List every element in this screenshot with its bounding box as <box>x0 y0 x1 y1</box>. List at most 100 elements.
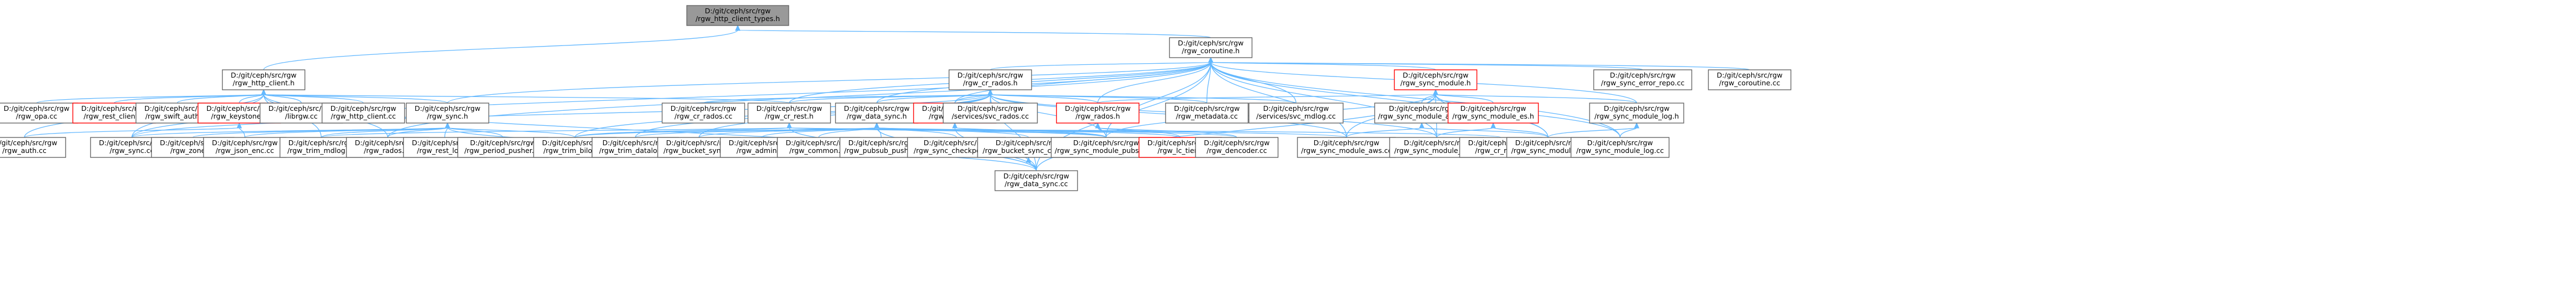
node-box <box>1169 37 1253 58</box>
edge-arrowhead <box>786 122 792 129</box>
node-file-line: /rgw_sync_module_log.h <box>1595 112 1679 120</box>
node-file-line: /rgw_trim_mdlog.cc <box>287 146 355 155</box>
edge-line <box>1097 127 1237 138</box>
edge-arrowhead <box>952 122 958 129</box>
edge-n24-n47 <box>1547 122 1639 138</box>
node-path-line: D:/git/ceph/src/rgw <box>1314 139 1380 147</box>
node-file-line: /rgw_sync_error_repo.cc <box>1601 79 1685 87</box>
edge-n4-n19 <box>1097 89 1438 104</box>
edge-n0-n2 <box>263 24 741 70</box>
node-box <box>222 69 306 90</box>
graph-node-n32[interactable]: D:/git/ceph/src/rgw/rgw_period_pusher.cc <box>457 137 549 158</box>
graph-node-n2[interactable]: D:/git/ceph/src/rgw/rgw_http_client.h <box>222 69 306 90</box>
graph-node-n16[interactable]: D:/git/ceph/src/rgw/rgw_data_sync.h <box>835 103 919 124</box>
edge-line <box>990 94 1297 104</box>
node-box <box>1195 137 1279 158</box>
graph-node-n14[interactable]: D:/git/ceph/src/rgw/rgw_cr_rados.cc <box>661 103 745 124</box>
node-file-line: /rgw_sync.h <box>427 112 468 120</box>
node-path-line: D:/git/ceph/src/rgw <box>705 7 771 15</box>
node-path-line: D:/git/ceph/src/rgw <box>1204 139 1270 147</box>
graph-node-n12[interactable]: D:/git/ceph/src/rgw/rgw_http_client.cc <box>321 103 405 124</box>
node-path-line: D:/git/ceph/src/rgw <box>269 104 335 113</box>
node-file-line: /rgw_http_client.cc <box>331 112 396 120</box>
node-path-line: D:/git/ceph/src/rgw <box>212 139 278 147</box>
edge-line <box>789 127 1502 138</box>
node-box <box>1297 137 1396 158</box>
edge-n40-n49 <box>1026 156 1037 171</box>
edge-arrowhead <box>1634 122 1639 129</box>
node-path-line: D:/git/ceph/src/rgw <box>844 104 910 113</box>
graph-node-n28[interactable]: D:/git/ceph/src/rgw/rgw_json_enc.cc <box>203 137 287 158</box>
edge-arrowhead <box>261 89 266 95</box>
graph-node-n5[interactable]: D:/git/ceph/src/rgw/rgw_sync_error_repo.… <box>1593 69 1693 90</box>
edge-line <box>574 127 790 138</box>
node-path-line: D:/git/ceph/src/rgw <box>958 104 1024 113</box>
node-box <box>1589 103 1684 124</box>
node-path-line: D:/git/ceph/src/rgw <box>1263 104 1329 113</box>
graph-node-n23[interactable]: D:/git/ceph/src/rgw/rgw_sync_module_es.h <box>1447 103 1539 124</box>
node-file-line: /rgw_pubsub_push.cc <box>844 146 918 155</box>
node-file-line: /rgw_sync_module_aws.h <box>1378 112 1466 120</box>
graph-node-n7[interactable]: D:/git/ceph/src/rgw/rgw_opa.cc <box>0 103 79 124</box>
edge-line <box>24 127 240 138</box>
graph-node-n13[interactable]: D:/git/ceph/src/rgw/rgw_sync.h <box>405 103 490 124</box>
graph-node-n44[interactable]: D:/git/ceph/src/rgw/rgw_sync_module_aws.… <box>1297 137 1396 158</box>
graph-node-n24[interactable]: D:/git/ceph/src/rgw/rgw_sync_module_log.… <box>1589 103 1684 124</box>
graph-node-n25[interactable]: D:/git/ceph/src/rgw/rgw_auth.cc <box>0 137 66 158</box>
edge-line <box>990 62 1211 70</box>
graph-node-n43[interactable]: D:/git/ceph/src/rgw/rgw_dencoder.cc <box>1195 137 1279 158</box>
node-file-line: /rgw_cr_rados.cc <box>675 112 733 120</box>
graph-node-n48[interactable]: D:/git/ceph/src/rgw/rgw_sync_module_log.… <box>1570 137 1670 158</box>
node-path-line: D:/git/ceph/src/rgw <box>1403 71 1469 79</box>
node-path-line: D:/git/ceph/src/rgw <box>207 104 272 113</box>
node-file-line: /rgw_sync_module_log.cc <box>1576 146 1664 155</box>
graph-node-n4[interactable]: D:/git/ceph/src/rgw/rgw_sync_module.h <box>1394 69 1478 90</box>
graph-node-n18[interactable]: D:/git/ceph/src/rgw/services/svc_rados.c… <box>943 103 1038 124</box>
node-file-line: /rgw_swift_auth.cc <box>145 112 209 120</box>
node-path-line: D:/git/ceph/src/rgw <box>145 104 210 113</box>
node-path-line: D:/git/ceph/src/rgw <box>1073 139 1139 147</box>
edge-line <box>321 127 448 138</box>
node-path-line: D:/git/ceph/src/rgw <box>231 71 297 79</box>
node-path-line: D:/git/ceph/src/rgw <box>1404 139 1470 147</box>
node-box <box>203 137 287 158</box>
graph-node-n3[interactable]: D:/git/ceph/src/rgw/rgw_cr_rados.h <box>948 69 1032 90</box>
node-file-line: /rgw_rest_client.h <box>84 112 145 120</box>
node-path-line: D:/git/ceph/src/rgw <box>99 139 165 147</box>
graph-node-n6[interactable]: D:/git/ceph/src/rgw/rgw_coroutine.cc <box>1708 69 1792 90</box>
node-file-line: /rgw_lc_tier.h <box>1158 146 1203 155</box>
edge-line <box>1210 62 1347 138</box>
graph-node-n15[interactable]: D:/git/ceph/src/rgw/rgw_cr_rest.h <box>747 103 831 124</box>
edge-line <box>1435 94 1637 104</box>
node-file-line: /rgw_rados.cc <box>364 146 412 155</box>
node-file-line: /rgw_sync.cc <box>110 146 154 155</box>
node-file-line: /rgw_coroutine.h <box>1182 47 1240 55</box>
node-box <box>1593 69 1693 90</box>
edge-arrowhead <box>1095 122 1101 129</box>
node-path-line: D:/git/ceph/src/rgw <box>1389 104 1455 113</box>
graph-node-n20[interactable]: D:/git/ceph/src/rgw/rgw_metadata.cc <box>1165 103 1249 124</box>
graph-node-n26[interactable]: D:/git/ceph/src/rgw/rgw_sync.cc <box>90 137 174 158</box>
node-box <box>457 137 549 158</box>
edge-arrowhead <box>1208 57 1214 63</box>
node-box <box>943 103 1038 124</box>
node-file-line: /rgw_bucket_sync.cc <box>664 146 734 155</box>
edge-line <box>954 127 1107 138</box>
node-path-line: D:/git/ceph/src/rgw <box>996 139 1062 147</box>
edge-line <box>1210 62 1750 70</box>
node-path-line: D:/git/ceph/src/rgw <box>542 139 608 147</box>
edge-n4-n24 <box>1433 89 1637 104</box>
edge-line <box>131 94 991 138</box>
graph-node-n0[interactable]: D:/git/ceph/src/rgw/rgw_http_client_type… <box>686 5 789 26</box>
edge-line <box>447 62 1211 104</box>
node-path-line: D:/git/ceph/src/rgw <box>1065 104 1131 113</box>
edge-n23-n47 <box>1490 122 1549 138</box>
graph-node-n19[interactable]: D:/git/ceph/src/rgw/rgw_rados.h <box>1056 103 1140 124</box>
edge-line <box>1106 62 1211 138</box>
edge-arrowhead <box>988 89 993 95</box>
graph-node-n49[interactable]: D:/git/ceph/src/rgw/rgw_data_sync.cc <box>994 170 1078 191</box>
graph-node-n1[interactable]: D:/git/ceph/src/rgw/rgw_coroutine.h <box>1169 37 1253 58</box>
graph-node-n21[interactable]: D:/git/ceph/src/rgw/services/svc_mdlog.c… <box>1248 103 1344 124</box>
edge-arrowhead <box>735 24 741 31</box>
node-box <box>994 170 1078 191</box>
